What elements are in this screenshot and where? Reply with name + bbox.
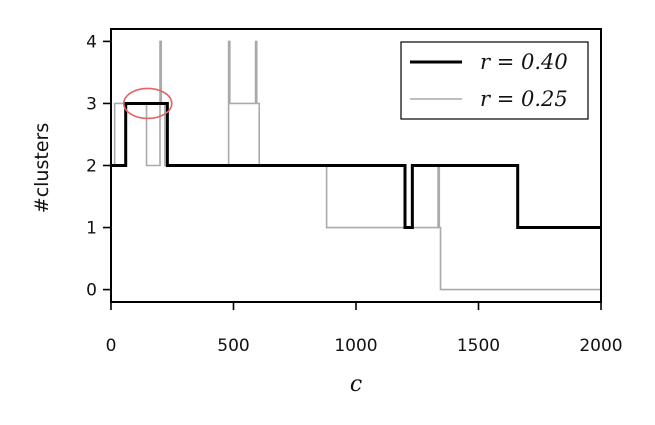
legend-box <box>400 41 589 120</box>
plot-frame <box>110 28 602 303</box>
series-group <box>111 40 601 291</box>
x-tick-label: 0 <box>106 336 117 356</box>
x-tick-label: 500 <box>217 336 249 356</box>
legend-label-r025: r = 0.25 <box>480 87 568 111</box>
annotation-group <box>122 87 173 120</box>
y-tick-label: 2 <box>86 157 97 177</box>
y-tick-label: 4 <box>86 32 97 52</box>
x-ticks: 0 500 1000 1500 2000 <box>106 302 623 356</box>
legend-label-r040: r = 0.40 <box>480 50 568 74</box>
x-tick-label: 2000 <box>579 336 622 356</box>
x-axis-label: c <box>350 372 362 397</box>
x-tick-label: 1000 <box>334 336 377 356</box>
y-ticks: 0 1 2 3 4 <box>86 32 111 301</box>
x-tick-label: 1500 <box>457 336 500 356</box>
legend: r = 0.40 r = 0.25 <box>400 41 589 120</box>
y-axis-label: #clusters <box>31 123 53 213</box>
y-tick-label: 0 <box>86 281 97 301</box>
annotation-ellipse-0 <box>122 87 173 120</box>
series-line-0 <box>111 101 601 230</box>
y-tick-label: 3 <box>86 94 97 114</box>
y-tick-label: 1 <box>86 219 97 239</box>
